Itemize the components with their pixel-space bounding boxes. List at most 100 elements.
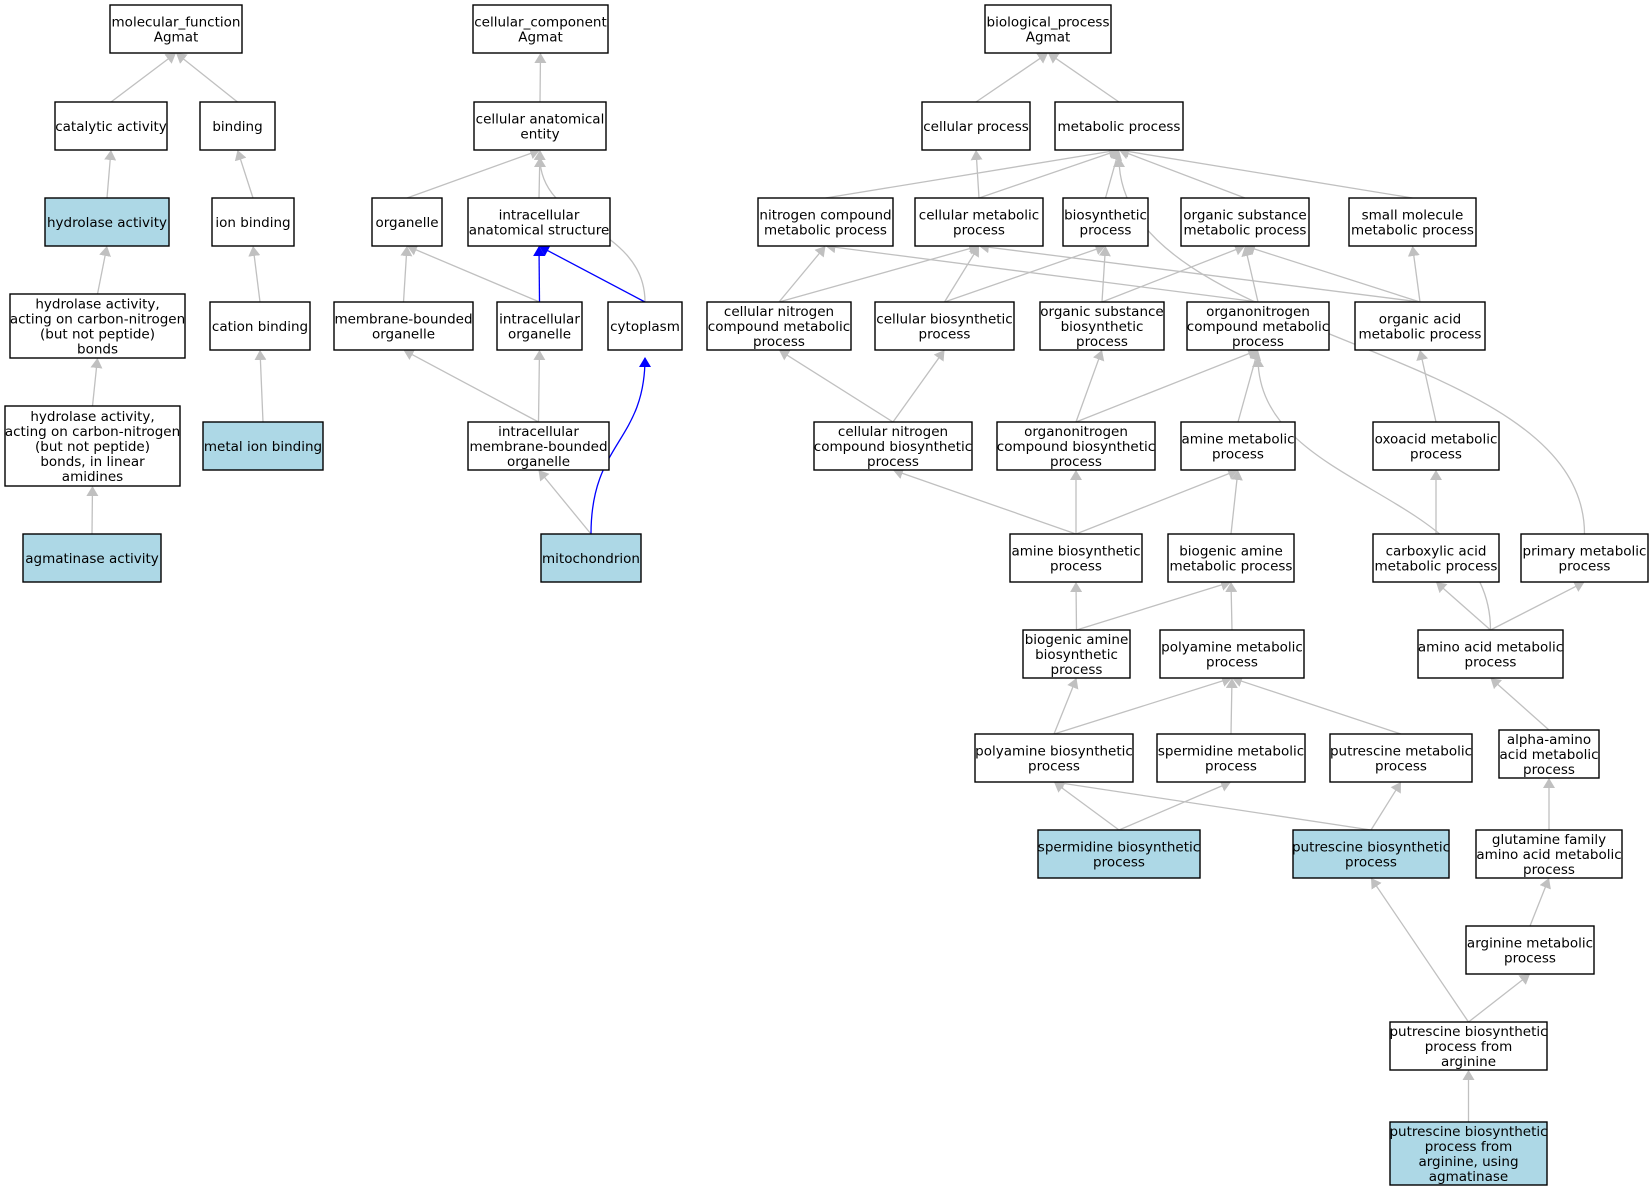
node-box[interactable]	[1354, 301, 1486, 351]
node-box[interactable]	[813, 421, 973, 471]
node-cellproc[interactable]: cellular process	[921, 101, 1031, 151]
node-box[interactable]	[467, 421, 610, 471]
node-box[interactable]	[1054, 101, 1184, 151]
node-box[interactable]	[1186, 301, 1330, 351]
node-mito[interactable]: mitochondrion	[540, 533, 642, 583]
node-binding[interactable]: binding	[199, 101, 276, 151]
node-organelle[interactable]: organelle	[371, 197, 443, 247]
node-box[interactable]	[4, 405, 181, 487]
node-box[interactable]	[1167, 533, 1295, 583]
node-box[interactable]	[22, 533, 162, 583]
node-box[interactable]	[1372, 533, 1500, 583]
node-metalion[interactable]: metal ion binding	[202, 421, 324, 471]
node-box[interactable]	[874, 301, 1015, 351]
node-box[interactable]	[1159, 629, 1305, 679]
node-box[interactable]	[1498, 729, 1600, 779]
node-box[interactable]	[1022, 629, 1131, 679]
node-box[interactable]	[607, 301, 683, 351]
node-box[interactable]	[914, 197, 1044, 247]
node-box[interactable]	[371, 197, 443, 247]
node-box[interactable]	[974, 733, 1134, 783]
node-box[interactable]	[1389, 1021, 1548, 1071]
node-box[interactable]	[109, 4, 243, 54]
node-box[interactable]	[472, 4, 609, 54]
node-box[interactable]	[1180, 421, 1296, 471]
node-box[interactable]	[996, 421, 1156, 471]
node-box[interactable]	[921, 101, 1031, 151]
node-box[interactable]	[1037, 829, 1201, 879]
node-box[interactable]	[467, 197, 611, 247]
node-cytoplasm[interactable]: cytoplasm	[607, 301, 683, 351]
node-box[interactable]	[211, 197, 295, 247]
node-box[interactable]	[1520, 533, 1649, 583]
node-box[interactable]	[54, 101, 168, 151]
node-box[interactable]	[540, 533, 642, 583]
node-box[interactable]	[1465, 925, 1595, 975]
node-box[interactable]	[1417, 629, 1564, 679]
node-box[interactable]	[496, 301, 583, 351]
node-box[interactable]	[1292, 829, 1450, 879]
node-box[interactable]	[706, 301, 852, 351]
node-box[interactable]	[1329, 733, 1473, 783]
node-box[interactable]	[1039, 301, 1165, 351]
node-hydrolase[interactable]: hydrolase activity	[44, 197, 170, 247]
node-box[interactable]	[9, 293, 186, 359]
node-box[interactable]	[1062, 197, 1149, 247]
node-box[interactable]	[757, 197, 894, 247]
node-box[interactable]	[44, 197, 170, 247]
node-box[interactable]	[209, 301, 311, 351]
node-box[interactable]	[1180, 197, 1310, 247]
node-box[interactable]	[199, 101, 276, 151]
node-box[interactable]	[1389, 1121, 1548, 1186]
node-box[interactable]	[1475, 829, 1623, 879]
node-box[interactable]	[1372, 421, 1500, 471]
node-ionbinding[interactable]: ion binding	[211, 197, 295, 247]
node-box[interactable]	[202, 421, 324, 471]
node-box[interactable]	[1009, 533, 1143, 583]
node-box[interactable]	[1156, 733, 1306, 783]
node-hydcn[interactable]: hydrolase activity,acting on carbon-nitr…	[9, 293, 186, 359]
node-agmatinase[interactable]: agmatinase activity	[22, 533, 162, 583]
node-hydcnlin[interactable]: hydrolase activity,acting on carbon-nitr…	[4, 405, 181, 487]
node-box[interactable]	[984, 4, 1112, 54]
node-box[interactable]	[1348, 197, 1477, 247]
node-metproc[interactable]: metabolic process	[1054, 101, 1184, 151]
node-box[interactable]	[473, 101, 607, 151]
node-catalytic[interactable]: catalytic activity	[54, 101, 168, 151]
